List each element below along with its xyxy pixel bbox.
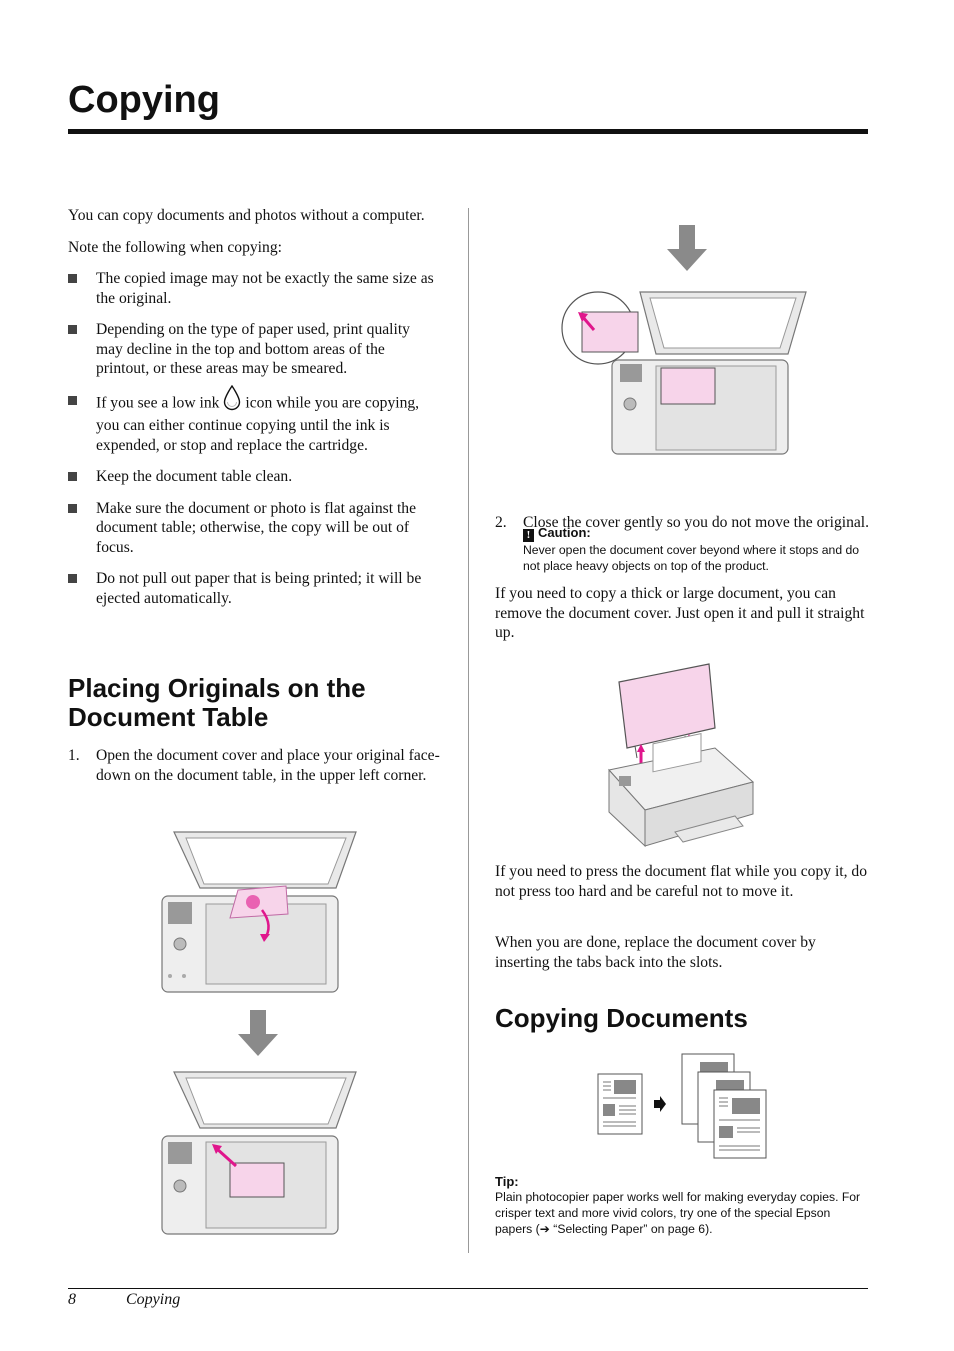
list-item: Make sure the document or photo is flat … — [68, 499, 440, 558]
bullet-square-icon — [68, 274, 77, 283]
title-rule — [68, 129, 868, 134]
page-title: Copying — [68, 79, 220, 121]
paragraph-thick-document: If you need to copy a thick or large doc… — [495, 585, 865, 641]
tip-label: Tip: — [495, 1174, 519, 1189]
low-ink-drop-icon — [223, 384, 241, 417]
footer-rule — [68, 1288, 868, 1289]
document-copies-illustration — [597, 1053, 767, 1159]
original-document-icon — [597, 1073, 643, 1135]
list-item: Keep the document table clean. — [68, 467, 440, 487]
step-1: 1. Open the document cover and place you… — [68, 747, 440, 784]
intro-note: Note the following when copying: — [68, 238, 282, 256]
tip-text: Plain photocopier paper works well for m… — [495, 1190, 861, 1236]
down-arrow-icon — [667, 225, 707, 271]
section-heading-copying-documents: Copying Documents — [495, 1003, 748, 1033]
bullet-square-icon — [68, 395, 77, 405]
bullet-square-icon — [68, 503, 77, 513]
bullet-square-icon — [68, 574, 77, 583]
step-2: 2. Close the cover gently so you do not … — [495, 514, 870, 531]
footer-section-name: Copying — [126, 1291, 181, 1308]
copied-documents-icon — [681, 1053, 767, 1159]
left-column: You can copy documents and photos withou… — [68, 206, 440, 620]
caution-note: !Caution: Never open the document cover … — [523, 524, 868, 574]
scanner-open-illustration — [161, 831, 357, 993]
section-heading-placing: Placing Originals on the Document Table — [68, 673, 366, 732]
intro-paragraph: You can copy documents and photos withou… — [68, 207, 425, 224]
page-number: 8 — [68, 1291, 76, 1308]
bullet-square-icon — [68, 472, 77, 481]
list-item: Depending on the type of paper used, pri… — [68, 320, 440, 379]
cover-removal-illustration — [608, 663, 755, 848]
caution-text: Never open the document cover beyond whe… — [523, 543, 860, 573]
down-arrow-icon — [238, 1010, 278, 1056]
bullet-square-icon — [68, 325, 77, 334]
column-divider — [468, 208, 469, 1253]
scanner-placed-illustration — [161, 1071, 357, 1235]
list-item: The copied image may not be exactly the … — [68, 269, 440, 308]
list-item: Do not pull out paper that is being prin… — [68, 569, 440, 608]
tip-note: Tip: Plain photocopier paper works well … — [495, 1174, 870, 1237]
notes-list: The copied image may not be exactly the … — [68, 269, 440, 608]
paragraph-press-flat: If you need to press the document flat w… — [495, 863, 867, 900]
scanner-closing-illustration — [561, 291, 807, 455]
paragraph-replace-cover: When you are done, replace the document … — [495, 934, 816, 971]
right-arrow-icon — [654, 1096, 666, 1112]
caution-icon: ! — [523, 529, 534, 542]
